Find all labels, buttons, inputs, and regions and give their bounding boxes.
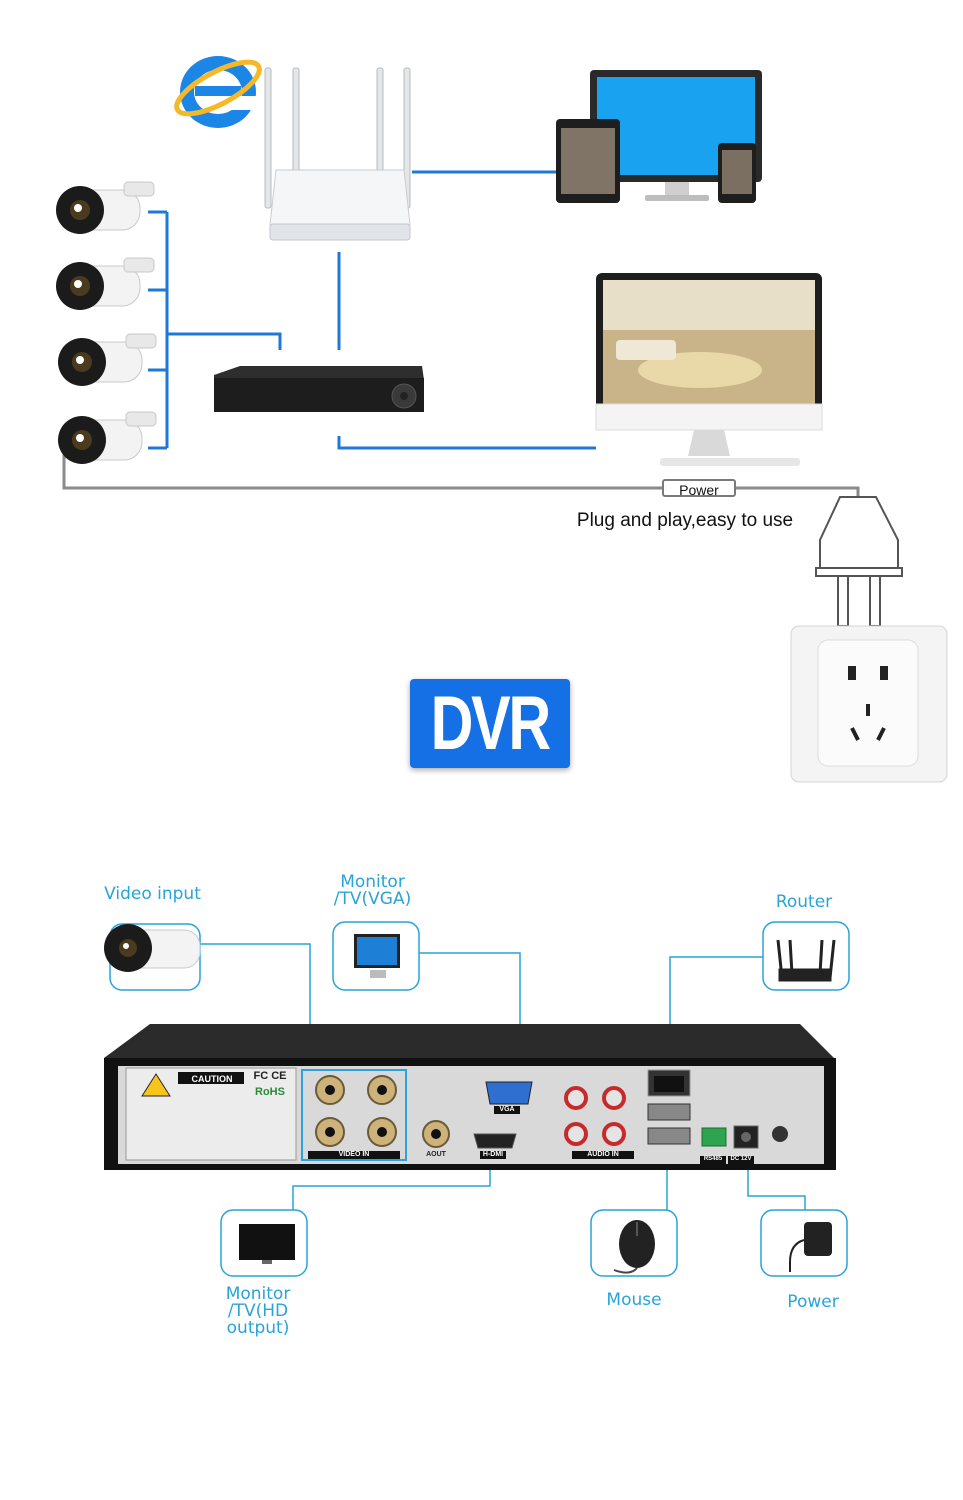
video-in-label: VIDEO IN: [338, 1151, 370, 1158]
dvr-box-top: [214, 366, 424, 412]
fcce-mark: FC CE: [253, 1070, 287, 1082]
dvr-badge: DVR: [410, 679, 570, 768]
caution-label: CAUTION: [191, 1074, 233, 1084]
audio-in-label: AUDIO IN: [587, 1151, 619, 1158]
dvr-rear-panel: [104, 1024, 836, 1170]
tagline: Plug and play,easy to use: [576, 510, 794, 531]
router-icon: [776, 939, 836, 982]
camera-icon: [104, 924, 201, 972]
power-adapter-icon: [789, 1222, 832, 1272]
rohs-mark: RoHS: [255, 1086, 285, 1098]
label-monitor-vga: Monitor /TV(VGA): [333, 872, 412, 909]
aout-label: AOUT: [426, 1151, 446, 1158]
rs485-label: RS485: [703, 1156, 723, 1162]
label-router: Router: [775, 892, 833, 912]
vga-label: VGA: [499, 1106, 515, 1113]
label-power: Power: [787, 1292, 839, 1312]
mouse-icon: [613, 1220, 655, 1274]
bullet-cameras: [56, 181, 157, 464]
tv-icon: [239, 1224, 295, 1264]
wall-outlet: [790, 625, 948, 783]
label-mouse: Mouse: [606, 1290, 662, 1310]
hdmi-label: H-DMI: [482, 1151, 504, 1158]
link-cameras-dvr: [148, 210, 282, 450]
dc12v-label: DC 12V: [730, 1156, 752, 1162]
power-cable: [62, 448, 860, 497]
monitor-icon: [354, 934, 400, 978]
dvr-badge-text: DVR: [430, 681, 551, 766]
monitor-large: [595, 273, 823, 466]
power-tag: Power: [662, 479, 736, 498]
label-monitor-hd: Monitor /TV(HD output): [225, 1284, 291, 1338]
label-video-input: Video input: [104, 884, 201, 904]
wifi-router: [264, 67, 411, 241]
link-dvr-monitor: [337, 436, 596, 450]
ie-logo: [174, 56, 262, 128]
power-plug: [815, 496, 903, 627]
client-devices: [556, 70, 762, 203]
